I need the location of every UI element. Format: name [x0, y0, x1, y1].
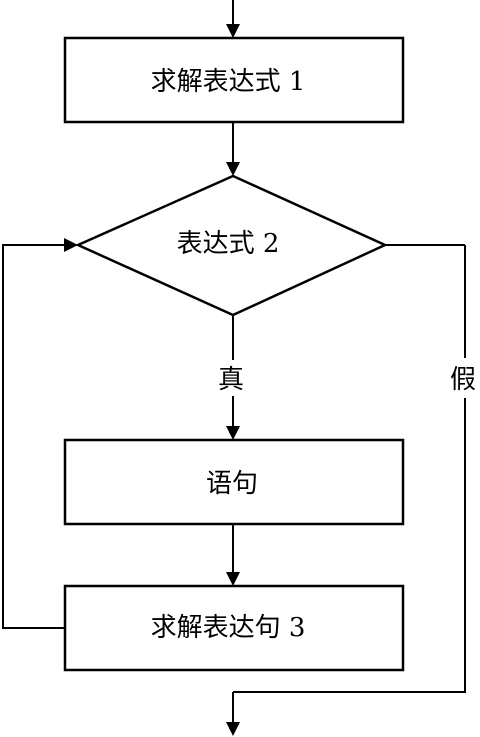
init-label: 求解表达式 1	[151, 67, 306, 97]
condition-label: 表达式 2	[177, 229, 280, 259]
true-branch-label: 真	[218, 365, 244, 395]
loop-back-line	[2, 238, 78, 629]
false-branch-label: 假	[450, 365, 476, 395]
update-label: 求解表达句 3	[151, 613, 306, 643]
update-box	[63, 584, 405, 672]
body-box	[63, 438, 405, 526]
body-label: 语句	[206, 469, 258, 499]
false-branch-line-lower	[233, 398, 466, 693]
